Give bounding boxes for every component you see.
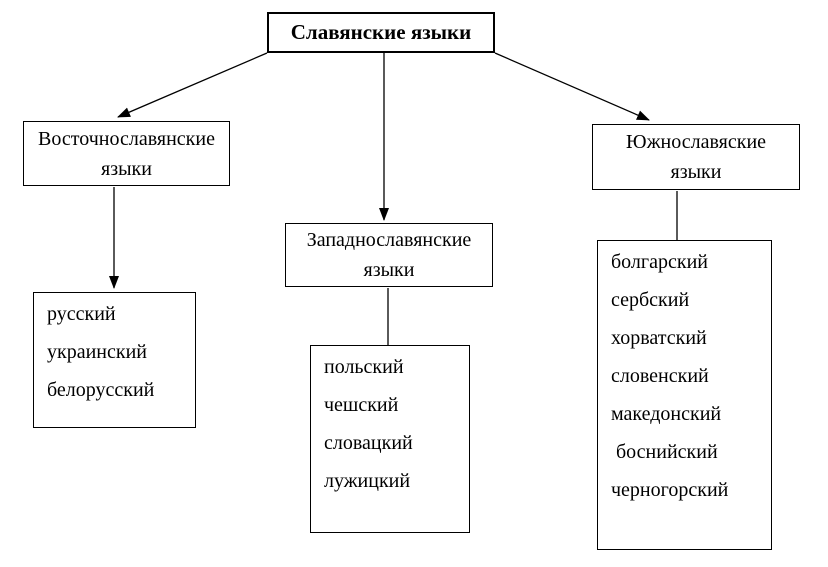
- language-item: словенский: [611, 365, 709, 387]
- language-item: болгарский: [611, 251, 708, 273]
- language-item: хорватский: [611, 327, 707, 349]
- branch-label-line: Восточнославянские: [38, 127, 215, 150]
- language-item: черногорский: [611, 479, 729, 501]
- language-item: лужицкий: [324, 470, 411, 492]
- branch-box-east-slavic: Восточнославянские языки: [23, 121, 230, 186]
- language-item: русский: [47, 303, 116, 325]
- language-item: польский: [324, 356, 404, 378]
- language-item: словацкий: [324, 432, 413, 454]
- root-box-label: Славянские языки: [290, 20, 472, 44]
- branch-label-line: Западнославянские: [306, 229, 472, 251]
- language-item: македонский: [611, 403, 722, 425]
- branch-box-south-slavic: Южнославяские языки: [592, 124, 800, 190]
- language-item: чешский: [324, 394, 399, 416]
- language-item: сербский: [611, 289, 690, 311]
- language-list-west-slavic: польский чешский словацкий лужицкий: [310, 345, 470, 533]
- language-list-south-slavic: болгарский сербский хорватский словенски…: [597, 240, 772, 550]
- language-item: белорусский: [47, 379, 155, 401]
- branch-box-west-slavic: Западнославянские языки: [285, 223, 493, 287]
- branch-label-line: Южнославяские: [625, 131, 767, 153]
- language-item: боснийский: [611, 441, 718, 463]
- branch-label-line: языки: [363, 259, 415, 281]
- language-item: украинский: [47, 341, 147, 363]
- branch-label-line: языки: [670, 161, 722, 183]
- language-list-east-slavic: русский украинский белорусский: [33, 292, 196, 428]
- root-box-slavic-languages: Славянские языки: [267, 12, 495, 53]
- branch-label-line: языки: [101, 157, 152, 180]
